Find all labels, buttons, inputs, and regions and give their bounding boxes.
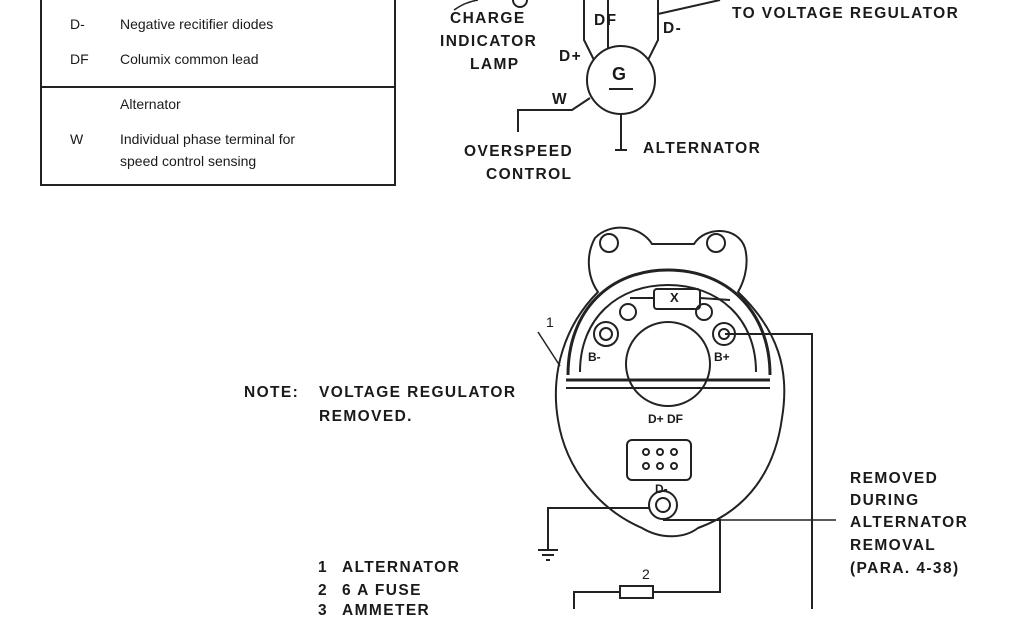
removed-note-line2: DURING [850, 492, 920, 509]
removed-note-line5: (PARA. 4-38) [850, 560, 960, 577]
legend-desc-df: Columix common lead [120, 51, 259, 67]
schematic-alternator-label: ALTERNATOR [643, 140, 762, 157]
terminal-w-label: W [552, 91, 569, 108]
charge-lamp-label-line1: CHARGE [450, 10, 526, 27]
to-voltage-regulator-label: TO VOLTAGE REGULATOR [732, 5, 960, 22]
terminal-d-plus-label: D+ [559, 48, 583, 65]
overspeed-label-line2: CONTROL [486, 166, 573, 183]
charge-lamp-label-line3: LAMP [470, 56, 520, 73]
terminal-b-minus-label: B- [588, 350, 601, 364]
terminal-d-minus-drawing-label: D- [655, 482, 668, 496]
legend-desc-w-line1: Individual phase terminal for [120, 131, 296, 147]
removed-note-line4: REMOVAL [850, 537, 937, 554]
charge-lamp-label-line2: INDICATOR [440, 33, 538, 50]
parts-list-num-1: 1 [318, 559, 329, 576]
parts-list-num-3: 3 [318, 602, 329, 619]
legend-desc-d-minus: Negative recitifier diodes [120, 16, 274, 32]
legend-desc-w-line2: speed control sensing [120, 153, 257, 169]
note-line1: VOLTAGE REGULATOR [319, 384, 517, 401]
parts-list-num-2: 2 [318, 582, 329, 599]
parts-list-name-2: 6 A FUSE [342, 582, 422, 599]
callout-1: 1 [546, 314, 554, 330]
note-label: NOTE: [244, 384, 300, 401]
terminal-b-plus-label: B+ [714, 350, 730, 364]
callout-2: 2 [642, 566, 650, 582]
removed-note-line1: REMOVED [850, 470, 939, 487]
legend-code-w: W [70, 131, 84, 147]
component-x-label: X [670, 290, 679, 305]
parts-list-name-1: ALTERNATOR [342, 559, 461, 576]
terminal-d-plus-df-label: D+ DF [648, 412, 684, 426]
legend-section-title: Alternator [120, 96, 181, 112]
legend-table [40, 0, 396, 186]
legend-code-d-minus: D- [70, 16, 85, 32]
parts-list-name-3: AMMETER [342, 602, 431, 619]
legend-divider [40, 86, 396, 88]
overspeed-label-line1: OVERSPEED [464, 143, 574, 160]
note-line2: REMOVED. [319, 408, 413, 425]
legend-code-df: DF [70, 51, 89, 67]
terminal-df-label: DF [594, 12, 618, 29]
terminal-d-minus-label: D- [663, 20, 683, 37]
removed-note-line3: ALTERNATOR [850, 514, 969, 531]
generator-symbol-g: G [612, 64, 627, 84]
